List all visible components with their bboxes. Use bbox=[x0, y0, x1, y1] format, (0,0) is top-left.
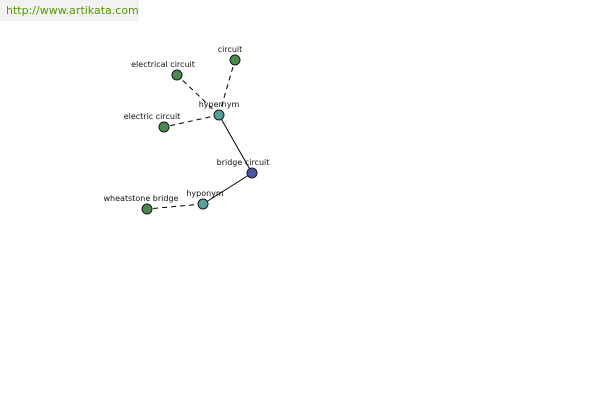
graph-nodes bbox=[141, 54, 258, 215]
graph-labels: bridge circuit hypernym hyponym circuit elec… bbox=[104, 45, 270, 203]
node-label-electrical-circuit[interactable]: electrical circuit bbox=[131, 60, 195, 69]
edge-bridge-circuit-to-hypernym bbox=[218, 114, 253, 174]
node-hypernym[interactable] bbox=[213, 109, 225, 121]
node-label-electric-circuit[interactable]: electric circuit bbox=[124, 112, 181, 121]
edge-hypernym-to-electric-circuit bbox=[163, 114, 220, 128]
node-bridge-circuit[interactable] bbox=[246, 167, 258, 179]
edge-bridge-circuit-to-hyponym bbox=[202, 172, 253, 205]
graph-edges bbox=[146, 59, 253, 210]
site-url[interactable]: http://www.artikata.com bbox=[0, 0, 139, 21]
node-circuit[interactable] bbox=[229, 54, 241, 66]
node-label-circuit[interactable]: circuit bbox=[218, 45, 243, 54]
node-wheatstone-bridge[interactable] bbox=[141, 203, 153, 215]
node-hyponym[interactable] bbox=[197, 198, 209, 210]
node-electric-circuit[interactable] bbox=[158, 121, 170, 133]
node-label-hypernym[interactable]: hypernym bbox=[199, 100, 240, 109]
node-label-bridge-circuit[interactable]: bridge circuit bbox=[217, 158, 270, 167]
node-label-wheatstone-bridge[interactable]: wheatstone bridge bbox=[104, 194, 179, 203]
edge-hypernym-to-electrical-circuit bbox=[176, 74, 220, 116]
node-label-hyponym[interactable]: hyponym bbox=[186, 189, 224, 198]
edge-hyponym-to-wheatstone-bridge bbox=[146, 203, 204, 210]
edge-hypernym-to-circuit bbox=[218, 59, 236, 116]
node-electrical-circuit[interactable] bbox=[171, 69, 183, 81]
